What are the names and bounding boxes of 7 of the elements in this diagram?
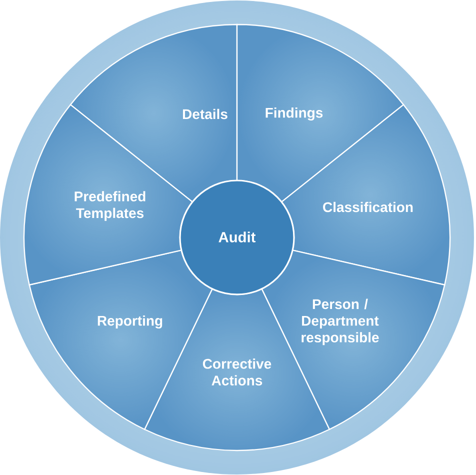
segment-label: Corrective Actions [202, 358, 272, 386]
segment-label: Classification [323, 202, 413, 212]
segment-label: Findings [266, 107, 323, 121]
segment-label: Person / Department responsible [302, 298, 379, 346]
segment-label: Reporting [98, 315, 162, 329]
segment-label: Details [182, 108, 228, 120]
segment-label: Predefined Templates [74, 191, 146, 221]
